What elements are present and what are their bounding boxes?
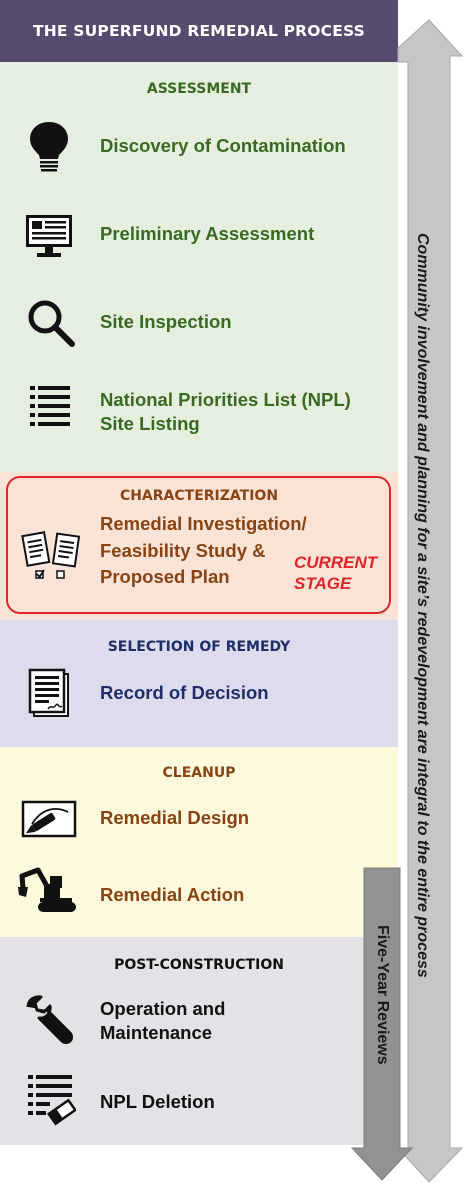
current-stage-label: CURRENT STAGE — [294, 553, 378, 593]
five-year-reviews-text: Five-Year Reviews — [374, 925, 391, 1065]
pen-drawing-icon — [21, 800, 77, 838]
diagram-title: THE SUPERFUND REMEDIAL PROCESS — [32, 22, 366, 40]
list-eraser-icon — [28, 1075, 76, 1126]
excavator-icon — [18, 867, 76, 912]
post-construction-label: POST-CONSTRUCTION — [114, 957, 284, 973]
assessment-label: ASSESSMENT — [146, 81, 252, 97]
monitor-document-icon — [26, 215, 72, 257]
remedial-investigation-text: Remedial Investigation/ Feasibility Stud… — [100, 513, 307, 587]
record-of-decision-text: Record of Decision — [100, 682, 269, 703]
npl-deletion-text: NPL Deletion — [100, 1091, 215, 1112]
selection-label: SELECTION OF REMEDY — [107, 639, 291, 655]
characterization-label: CHARACTERIZATION — [119, 488, 279, 504]
magnifier-icon — [28, 300, 75, 347]
checklist-documents-icon — [21, 531, 81, 579]
assessment-section: ASSESSMENT — [0, 62, 398, 472]
preliminary-assessment-text: Preliminary Assessment — [100, 223, 315, 244]
site-inspection-text: Site Inspection — [100, 311, 232, 332]
npl-site-listing-text: National Priorities List (NPL) Site List… — [100, 389, 351, 434]
list-icon — [30, 386, 70, 426]
community-involvement-arrow — [396, 19, 464, 1183]
wrench-icon — [26, 995, 73, 1044]
five-year-reviews-arrow — [350, 867, 414, 1181]
cleanup-label: CLEANUP — [162, 765, 236, 781]
operation-maintenance-text: Operation and Maintenance — [100, 998, 226, 1043]
discovery-of-contamination-text: Discovery of Contamination — [100, 135, 346, 156]
signed-document-icon — [28, 668, 69, 717]
current-stage-highlight — [6, 476, 391, 614]
remedial-action-text: Remedial Action — [100, 884, 245, 905]
remedial-design-text: Remedial Design — [100, 807, 250, 828]
diagram-header: THE SUPERFUND REMEDIAL PROCESS — [0, 0, 398, 62]
lightbulb-icon — [30, 122, 68, 172]
community-involvement-text: Community involvement and planning for a… — [414, 232, 431, 978]
